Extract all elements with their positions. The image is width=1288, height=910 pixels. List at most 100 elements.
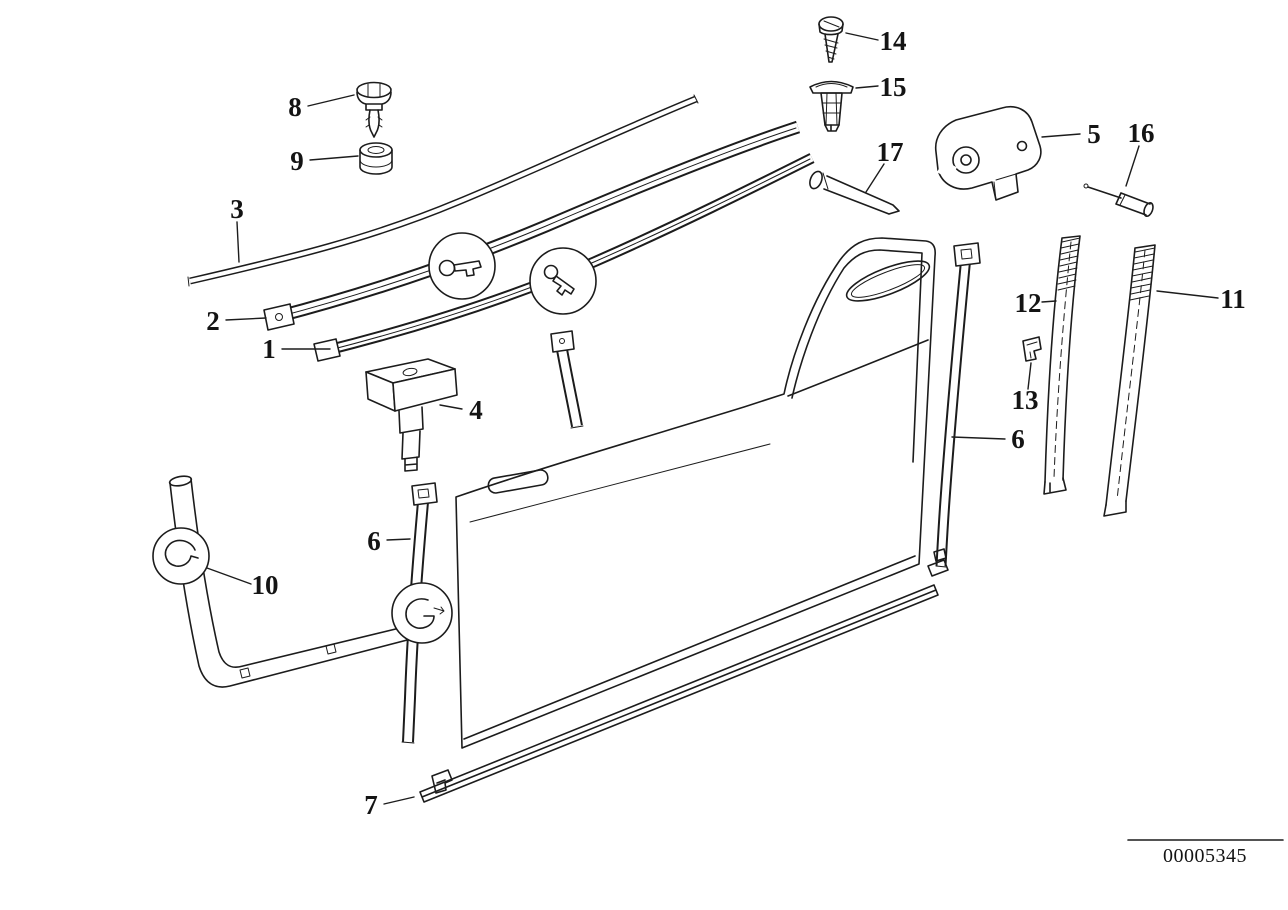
callout-8-label[interactable]: 8 bbox=[288, 92, 302, 122]
callout-7-label[interactable]: 7 bbox=[364, 790, 378, 820]
rivet-15-ribs bbox=[821, 92, 842, 126]
clip-8-shank bbox=[368, 109, 380, 138]
callout-17-label[interactable]: 17 bbox=[877, 137, 904, 167]
key-icon bbox=[552, 275, 575, 296]
guide-12-foot bbox=[1043, 477, 1067, 495]
clip-8-barbs bbox=[365, 116, 383, 128]
detail-circle bbox=[391, 582, 453, 644]
callout-3-label[interactable]: 3 bbox=[230, 194, 244, 224]
screw-14-threads bbox=[823, 38, 839, 60]
blind-rivet-part-16 bbox=[1083, 183, 1154, 218]
clamp-clip-icon bbox=[433, 606, 445, 615]
diagram-code-block: 00005345 bbox=[1127, 839, 1284, 867]
seal-6l-end-profile bbox=[411, 482, 438, 506]
frame-part-10 bbox=[168, 475, 442, 688]
leader-line-9 bbox=[309, 155, 359, 161]
nozzle-4-stem bbox=[401, 430, 421, 460]
frame-10-top-cap bbox=[168, 475, 193, 487]
nozzle-part-4 bbox=[365, 358, 458, 472]
leader-line-11 bbox=[1156, 290, 1219, 299]
callout-6-right-label[interactable]: 6 bbox=[1011, 424, 1025, 454]
sill-7-right-connector bbox=[927, 548, 949, 577]
window-guide-front bbox=[550, 330, 584, 429]
seal-part-6-right bbox=[935, 242, 981, 568]
callout-12-label[interactable]: 12 bbox=[1015, 288, 1042, 318]
bracket-5-clamp-inner bbox=[960, 154, 972, 166]
leader-line-5 bbox=[1041, 133, 1081, 138]
guide-front-end-profile bbox=[550, 330, 575, 353]
key-icon bbox=[543, 264, 559, 280]
guide-12-edges bbox=[1044, 235, 1081, 483]
door-belt-line bbox=[787, 339, 929, 397]
seal-2-end-profile bbox=[263, 303, 295, 331]
key-icon bbox=[453, 260, 482, 277]
callout-14-label[interactable]: 14 bbox=[880, 26, 907, 56]
detail-circle-hook bbox=[152, 527, 210, 585]
rivet-16-mandrel-tip bbox=[1083, 183, 1089, 189]
leader-line-3 bbox=[236, 221, 240, 263]
bracket-5-outline bbox=[934, 106, 1042, 201]
expansion-rivet-part-15 bbox=[809, 80, 854, 132]
door-panel bbox=[455, 237, 936, 749]
detail-circle bbox=[152, 527, 210, 585]
frame-10-outer-edge bbox=[169, 482, 439, 688]
clamp-clip-icon bbox=[405, 598, 435, 629]
bracket-5-hole bbox=[1016, 140, 1028, 152]
leader-line-7 bbox=[383, 796, 415, 805]
leader-line-15 bbox=[855, 85, 879, 89]
leader-line-14 bbox=[845, 32, 879, 41]
seal-2-end-hole bbox=[275, 313, 283, 321]
door-crease-line bbox=[469, 443, 771, 523]
clip-8-head bbox=[356, 81, 392, 99]
callout-5-label[interactable]: 5 bbox=[1087, 119, 1101, 149]
upper-seal-strip-1 bbox=[313, 153, 815, 362]
clip-part-13 bbox=[1022, 336, 1042, 362]
grommet-part-9 bbox=[359, 142, 393, 175]
rivet-16-flange bbox=[1143, 201, 1154, 218]
sill-strip-part-7 bbox=[419, 548, 949, 803]
leader-line-2 bbox=[225, 317, 267, 321]
window-guide-part-11 bbox=[1103, 244, 1156, 517]
callout-15-label[interactable]: 15 bbox=[880, 72, 907, 102]
seal-1-center-line bbox=[325, 158, 811, 352]
rivet-15-tip bbox=[824, 124, 840, 132]
sill-7-rails bbox=[419, 584, 939, 803]
rivet-16-mandrel bbox=[1087, 186, 1122, 199]
guide-11-dashed-line bbox=[1116, 249, 1146, 501]
callout-9-label[interactable]: 9 bbox=[290, 146, 304, 176]
screw-part-14 bbox=[818, 16, 844, 63]
callout-1-label[interactable]: 1 bbox=[262, 334, 276, 364]
leader-line-12 bbox=[1041, 300, 1057, 303]
callout-labels: 1 2 3 4 5 6 6 7 8 9 10 11 12 13 14 15 16… bbox=[206, 26, 1246, 820]
clip-part-8 bbox=[356, 81, 392, 138]
callout-10-label[interactable]: 10 bbox=[252, 570, 279, 600]
leader-line-10 bbox=[206, 567, 252, 585]
callout-16-label[interactable]: 16 bbox=[1128, 118, 1155, 148]
frame-10-clip-marks bbox=[239, 643, 337, 679]
clip-8-neck bbox=[356, 91, 392, 111]
seal-3-end-cap bbox=[187, 94, 699, 287]
detail-circle-clamp bbox=[391, 582, 453, 644]
door-bottom-inner-line bbox=[463, 555, 916, 740]
seal-6r-end-profile bbox=[953, 242, 981, 267]
guide-12-dashed-line bbox=[1053, 241, 1072, 479]
callout-4-label[interactable]: 4 bbox=[469, 395, 483, 425]
bracket-5-clamp-gap bbox=[936, 159, 957, 180]
leader-line-8 bbox=[307, 94, 355, 107]
frame-10-inner-edge bbox=[190, 478, 442, 668]
door-frame-inner-line bbox=[791, 249, 923, 463]
clip-13-outline bbox=[1022, 336, 1042, 362]
leader-line-17 bbox=[865, 163, 885, 193]
leader-line-13 bbox=[1027, 362, 1032, 390]
callout-2-label[interactable]: 2 bbox=[206, 306, 220, 336]
upper-seal-strip-3 bbox=[187, 94, 699, 287]
leader-line-6-right bbox=[951, 436, 1006, 440]
callout-13-label[interactable]: 13 bbox=[1012, 385, 1039, 415]
door-window-slot bbox=[845, 260, 931, 302]
guide-11-edges bbox=[1105, 244, 1156, 506]
callout-11-label[interactable]: 11 bbox=[1220, 284, 1246, 314]
callout-6-left-label[interactable]: 6 bbox=[367, 526, 381, 556]
rivet-15-body bbox=[820, 92, 843, 126]
